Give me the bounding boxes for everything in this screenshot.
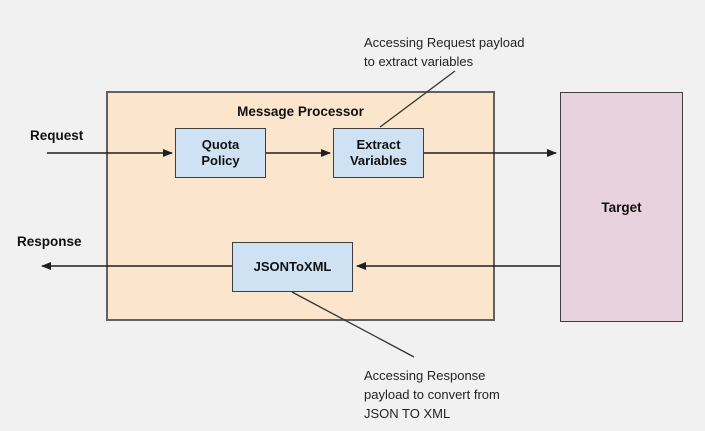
- node-target: Target: [560, 92, 683, 322]
- response-label: Response: [17, 234, 82, 249]
- node-extract-variables: Extract Variables: [333, 128, 424, 178]
- node-quota-policy: Quota Policy: [175, 128, 266, 178]
- node-jsontoxml: JSONToXML: [232, 242, 353, 292]
- extract-variables-label: Extract Variables: [349, 137, 408, 168]
- response-annotation: Accessing Response payload to convert fr…: [364, 368, 500, 421]
- quota-policy-label: Quota Policy: [201, 137, 240, 168]
- jsontoxml-label: JSONToXML: [253, 259, 332, 274]
- request-annotation: Accessing Request payload to extract var…: [364, 35, 525, 69]
- message-processor-label: Message Processor: [237, 104, 364, 119]
- request-label: Request: [30, 128, 84, 143]
- target-label: Target: [601, 199, 642, 215]
